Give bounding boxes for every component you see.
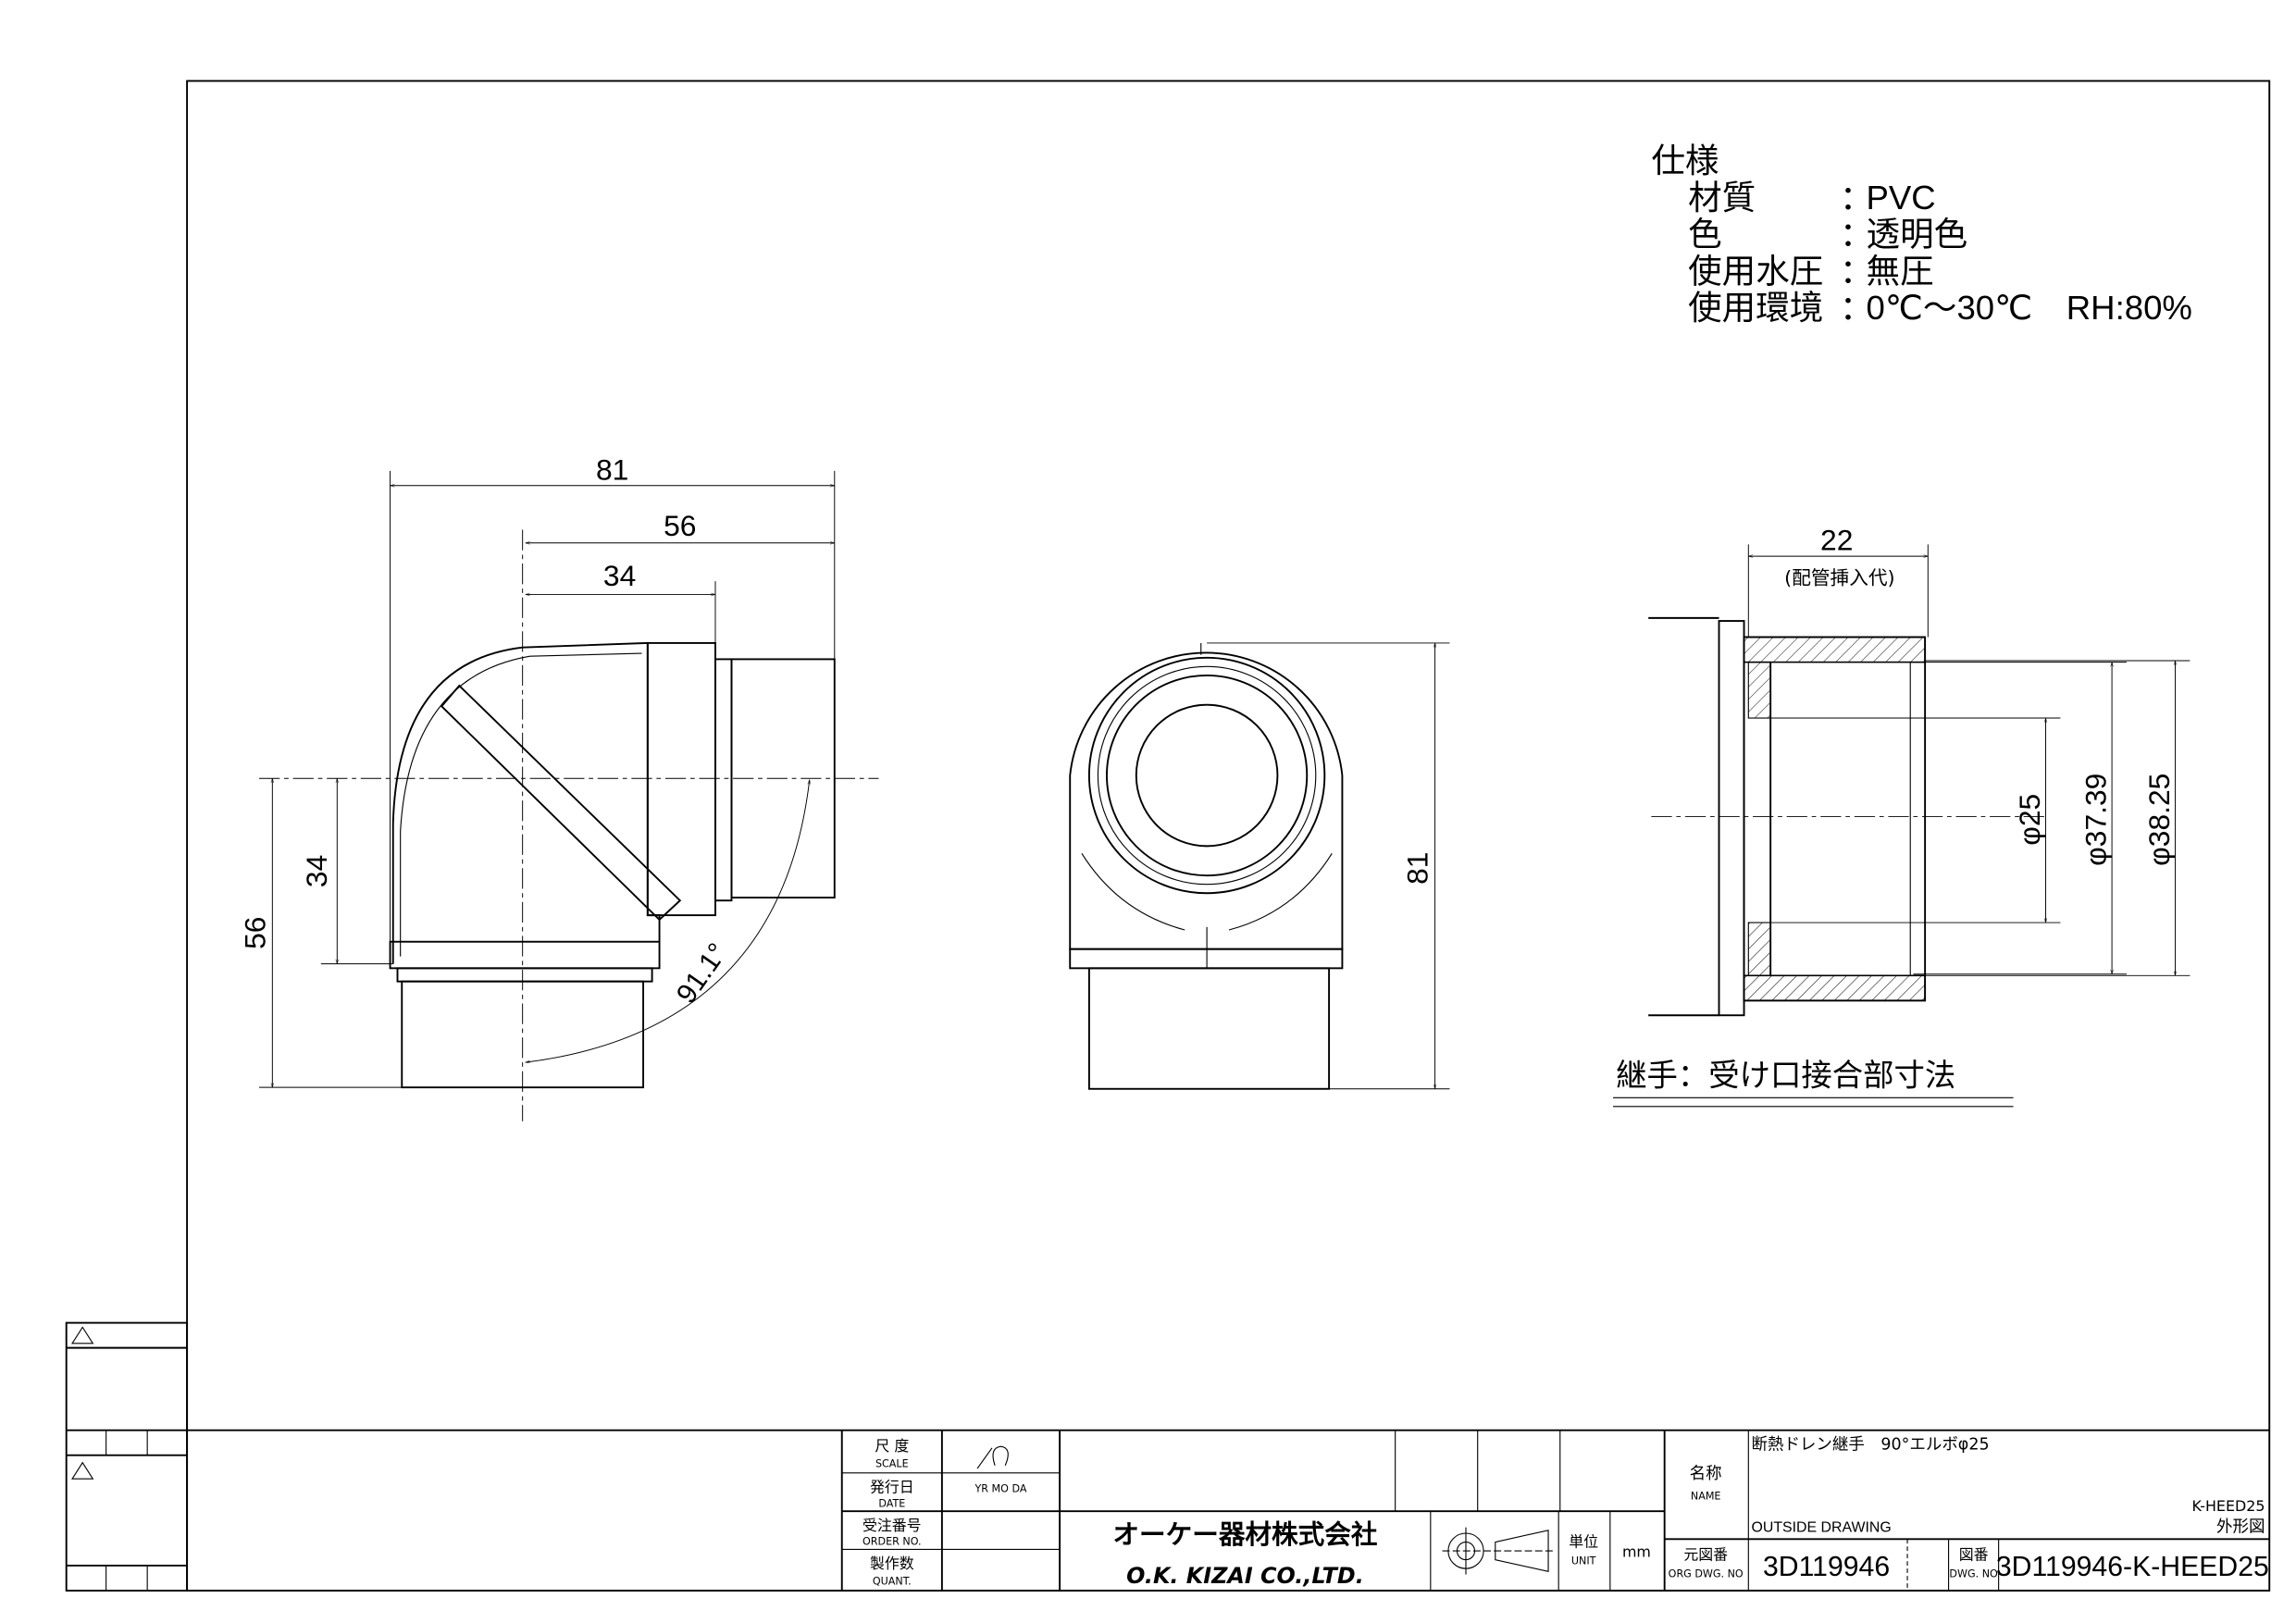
elbow-band xyxy=(440,684,682,922)
org-dwg-number: 3D119946 xyxy=(1763,1552,1890,1582)
third-angle-projection-icon xyxy=(1442,1527,1553,1575)
dim-dia-25: φ25 xyxy=(2013,794,2046,846)
dim-34: 34 xyxy=(603,559,636,592)
revision-triangle-icon xyxy=(71,1461,94,1480)
org-dwg-label-en: ORG DWG. NO xyxy=(1669,1568,1744,1580)
dim-angle: 91.1° xyxy=(671,938,734,1010)
dwg-label-en: DWG. NO xyxy=(1949,1568,1998,1580)
spec-block: 仕様 材質 ： PVC 色 ： 透明色 使用水圧 ： 無圧 使用環境 ： 0℃～… xyxy=(1651,141,2192,328)
product-name: 断熱ドレン継手 90°エルボφ25 xyxy=(1751,1435,1989,1454)
name-label: 名称 xyxy=(1690,1465,1722,1483)
front-pipe-stub xyxy=(1087,967,1331,1090)
dim-insert-note: (配管挿入代) xyxy=(1784,566,1894,588)
elbow-body xyxy=(391,641,661,964)
scale-nts-symbol: NTS xyxy=(976,1445,1009,1469)
date-label: 発行日 xyxy=(870,1478,914,1495)
company-name-en: O.K. KIZAI CO.,LTD. xyxy=(1126,1563,1364,1589)
spec-label: 色 xyxy=(1688,215,1722,254)
org-dwg-label: 元図番 xyxy=(1683,1546,1728,1564)
scale-label-en: SCALE xyxy=(875,1457,909,1469)
front-view: 81 xyxy=(1069,642,1450,1090)
spec-heading: 仕様 xyxy=(1651,141,1719,180)
dwg-label: 図番 xyxy=(1959,1546,1989,1564)
dim-81: 81 xyxy=(596,452,628,486)
company-name-jp: オーケー器材株式会社 xyxy=(1112,1518,1377,1550)
side-view: 81 56 34 56 34 91.1° xyxy=(238,452,879,1121)
drawing-type-jp: 外形図 xyxy=(2216,1518,2265,1536)
date-label-en: DATE xyxy=(878,1497,905,1509)
order-label-en: ORDER NO. xyxy=(863,1536,922,1548)
spec-sep: ： xyxy=(1840,251,1874,291)
dwg-number: 3D119946-K-HEED25 xyxy=(1996,1552,2269,1582)
spec-sep: ： xyxy=(1840,288,1874,328)
quant-label-en: QUANT. xyxy=(873,1576,912,1588)
spec-value: PVC xyxy=(1867,179,1936,217)
dim-22: 22 xyxy=(1820,524,1853,557)
date-fields: YR MO DA xyxy=(974,1482,1027,1494)
dim-height-34: 34 xyxy=(300,855,333,887)
bore-hole xyxy=(1135,703,1279,848)
section-caption: 継手：受け口接合部寸法 xyxy=(1616,1058,1955,1094)
spec-label: 使用環境 xyxy=(1688,288,1823,328)
order-label: 受注番号 xyxy=(863,1517,922,1534)
name-label-en: NAME xyxy=(1691,1490,1721,1502)
dim-56: 56 xyxy=(664,509,696,542)
dim-dia-38-25: φ38.25 xyxy=(2142,774,2176,866)
unit-label-en: UNIT xyxy=(1571,1555,1596,1567)
scale-label: 尺 度 xyxy=(875,1437,909,1455)
section-view: 22 (配管挿入代) φ25 φ37.39 φ38.25 継手：受け口接合部寸法 xyxy=(1613,524,2191,1108)
revision-block xyxy=(65,1321,189,1592)
spec-label: 使用水圧 xyxy=(1688,251,1823,291)
dim-front-81: 81 xyxy=(1401,852,1434,885)
revision-triangle-icon xyxy=(71,1326,94,1344)
quant-label: 製作数 xyxy=(870,1555,914,1572)
spec-value: 0℃～30℃ RH:80% xyxy=(1867,289,2192,327)
spec-value: 無圧 xyxy=(1867,251,1934,291)
model-number: K-HEED25 xyxy=(2191,1497,2265,1515)
unit-value: mm xyxy=(1622,1542,1651,1560)
pipe-flange xyxy=(1718,620,1745,1017)
spec-value: 透明色 xyxy=(1867,215,1968,254)
drawing-type-en: OUTSIDE DRAWING xyxy=(1751,1519,1891,1535)
dim-dia-37-39: φ37.39 xyxy=(2079,774,2113,866)
scale-value: NTS xyxy=(1000,1465,1003,1467)
spec-label: 材質 xyxy=(1688,178,1756,217)
dim-height-56: 56 xyxy=(238,917,271,949)
spec-sep: ： xyxy=(1840,215,1874,254)
front-body xyxy=(1069,651,1344,950)
spec-sep: ： xyxy=(1840,178,1874,217)
unit-label: 単位 xyxy=(1569,1532,1598,1550)
title-block: 尺 度 SCALE 発行日 DATE YR MO DA 受注番号 ORDER N… xyxy=(187,1429,2270,1592)
